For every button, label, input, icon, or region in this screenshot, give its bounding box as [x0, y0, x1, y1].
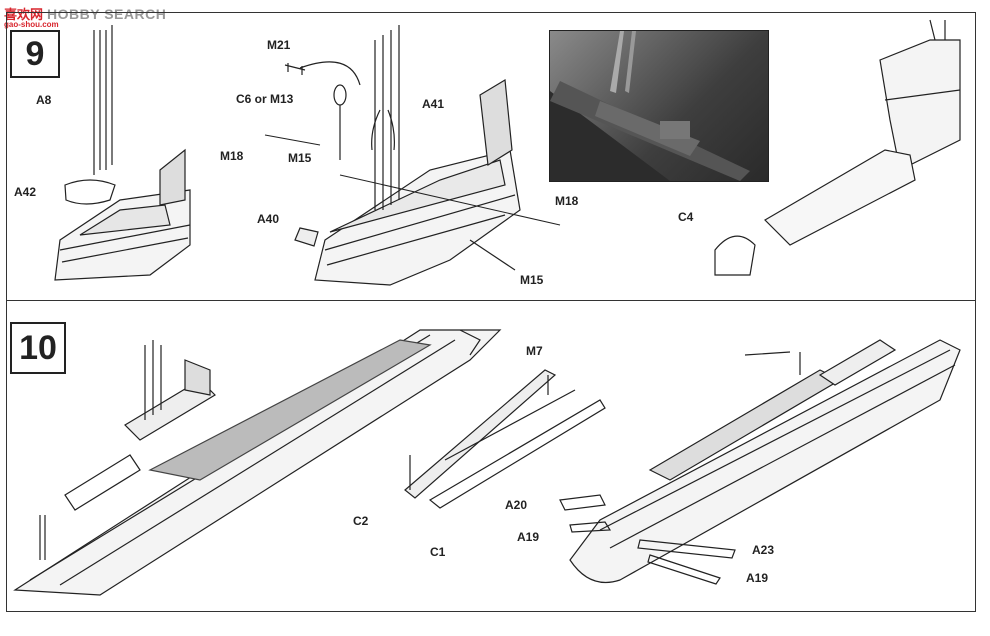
reference-photo: [549, 30, 769, 182]
label-A8: A8: [36, 93, 52, 107]
label-A40: A40: [257, 212, 280, 226]
label-M18-b: M18: [555, 194, 579, 208]
watermark-url: gao-shou.com: [4, 20, 59, 29]
step10-hull-left: [13, 329, 502, 596]
watermark-logo: 喜欢网 HOBBY SEARCH: [4, 4, 166, 23]
label-C6-or-M13: C6 or M13: [236, 92, 294, 106]
label-A23: A23: [752, 543, 775, 557]
label-C2: C2: [353, 514, 369, 528]
label-M18-a: M18: [220, 149, 244, 163]
step-divider: [6, 300, 976, 301]
label-C4: C4: [678, 210, 694, 224]
step9-tower-left: [54, 25, 191, 281]
label-A42: A42: [14, 185, 37, 199]
watermark-cn: 喜欢网: [4, 7, 44, 22]
watermark-en: HOBBY SEARCH: [47, 6, 167, 22]
label-C1: C1: [430, 545, 446, 559]
step9-tower-center: [264, 25, 561, 286]
step9-hull-right: [714, 19, 961, 276]
label-M15-a: M15: [288, 151, 312, 165]
page-border: [6, 12, 976, 612]
label-A19-a: A19: [517, 530, 540, 544]
step10-deck-parts: [404, 369, 606, 509]
label-A41: A41: [422, 97, 445, 111]
label-M15-b: M15: [520, 273, 544, 287]
step-9-number: 9: [10, 30, 60, 78]
step10-hull-right: [559, 339, 961, 585]
label-A20: A20: [505, 498, 528, 512]
step-10-number: 10: [10, 322, 66, 374]
label-M21: M21: [267, 38, 291, 52]
label-A19-b: A19: [746, 571, 769, 585]
label-M7: M7: [526, 344, 543, 358]
